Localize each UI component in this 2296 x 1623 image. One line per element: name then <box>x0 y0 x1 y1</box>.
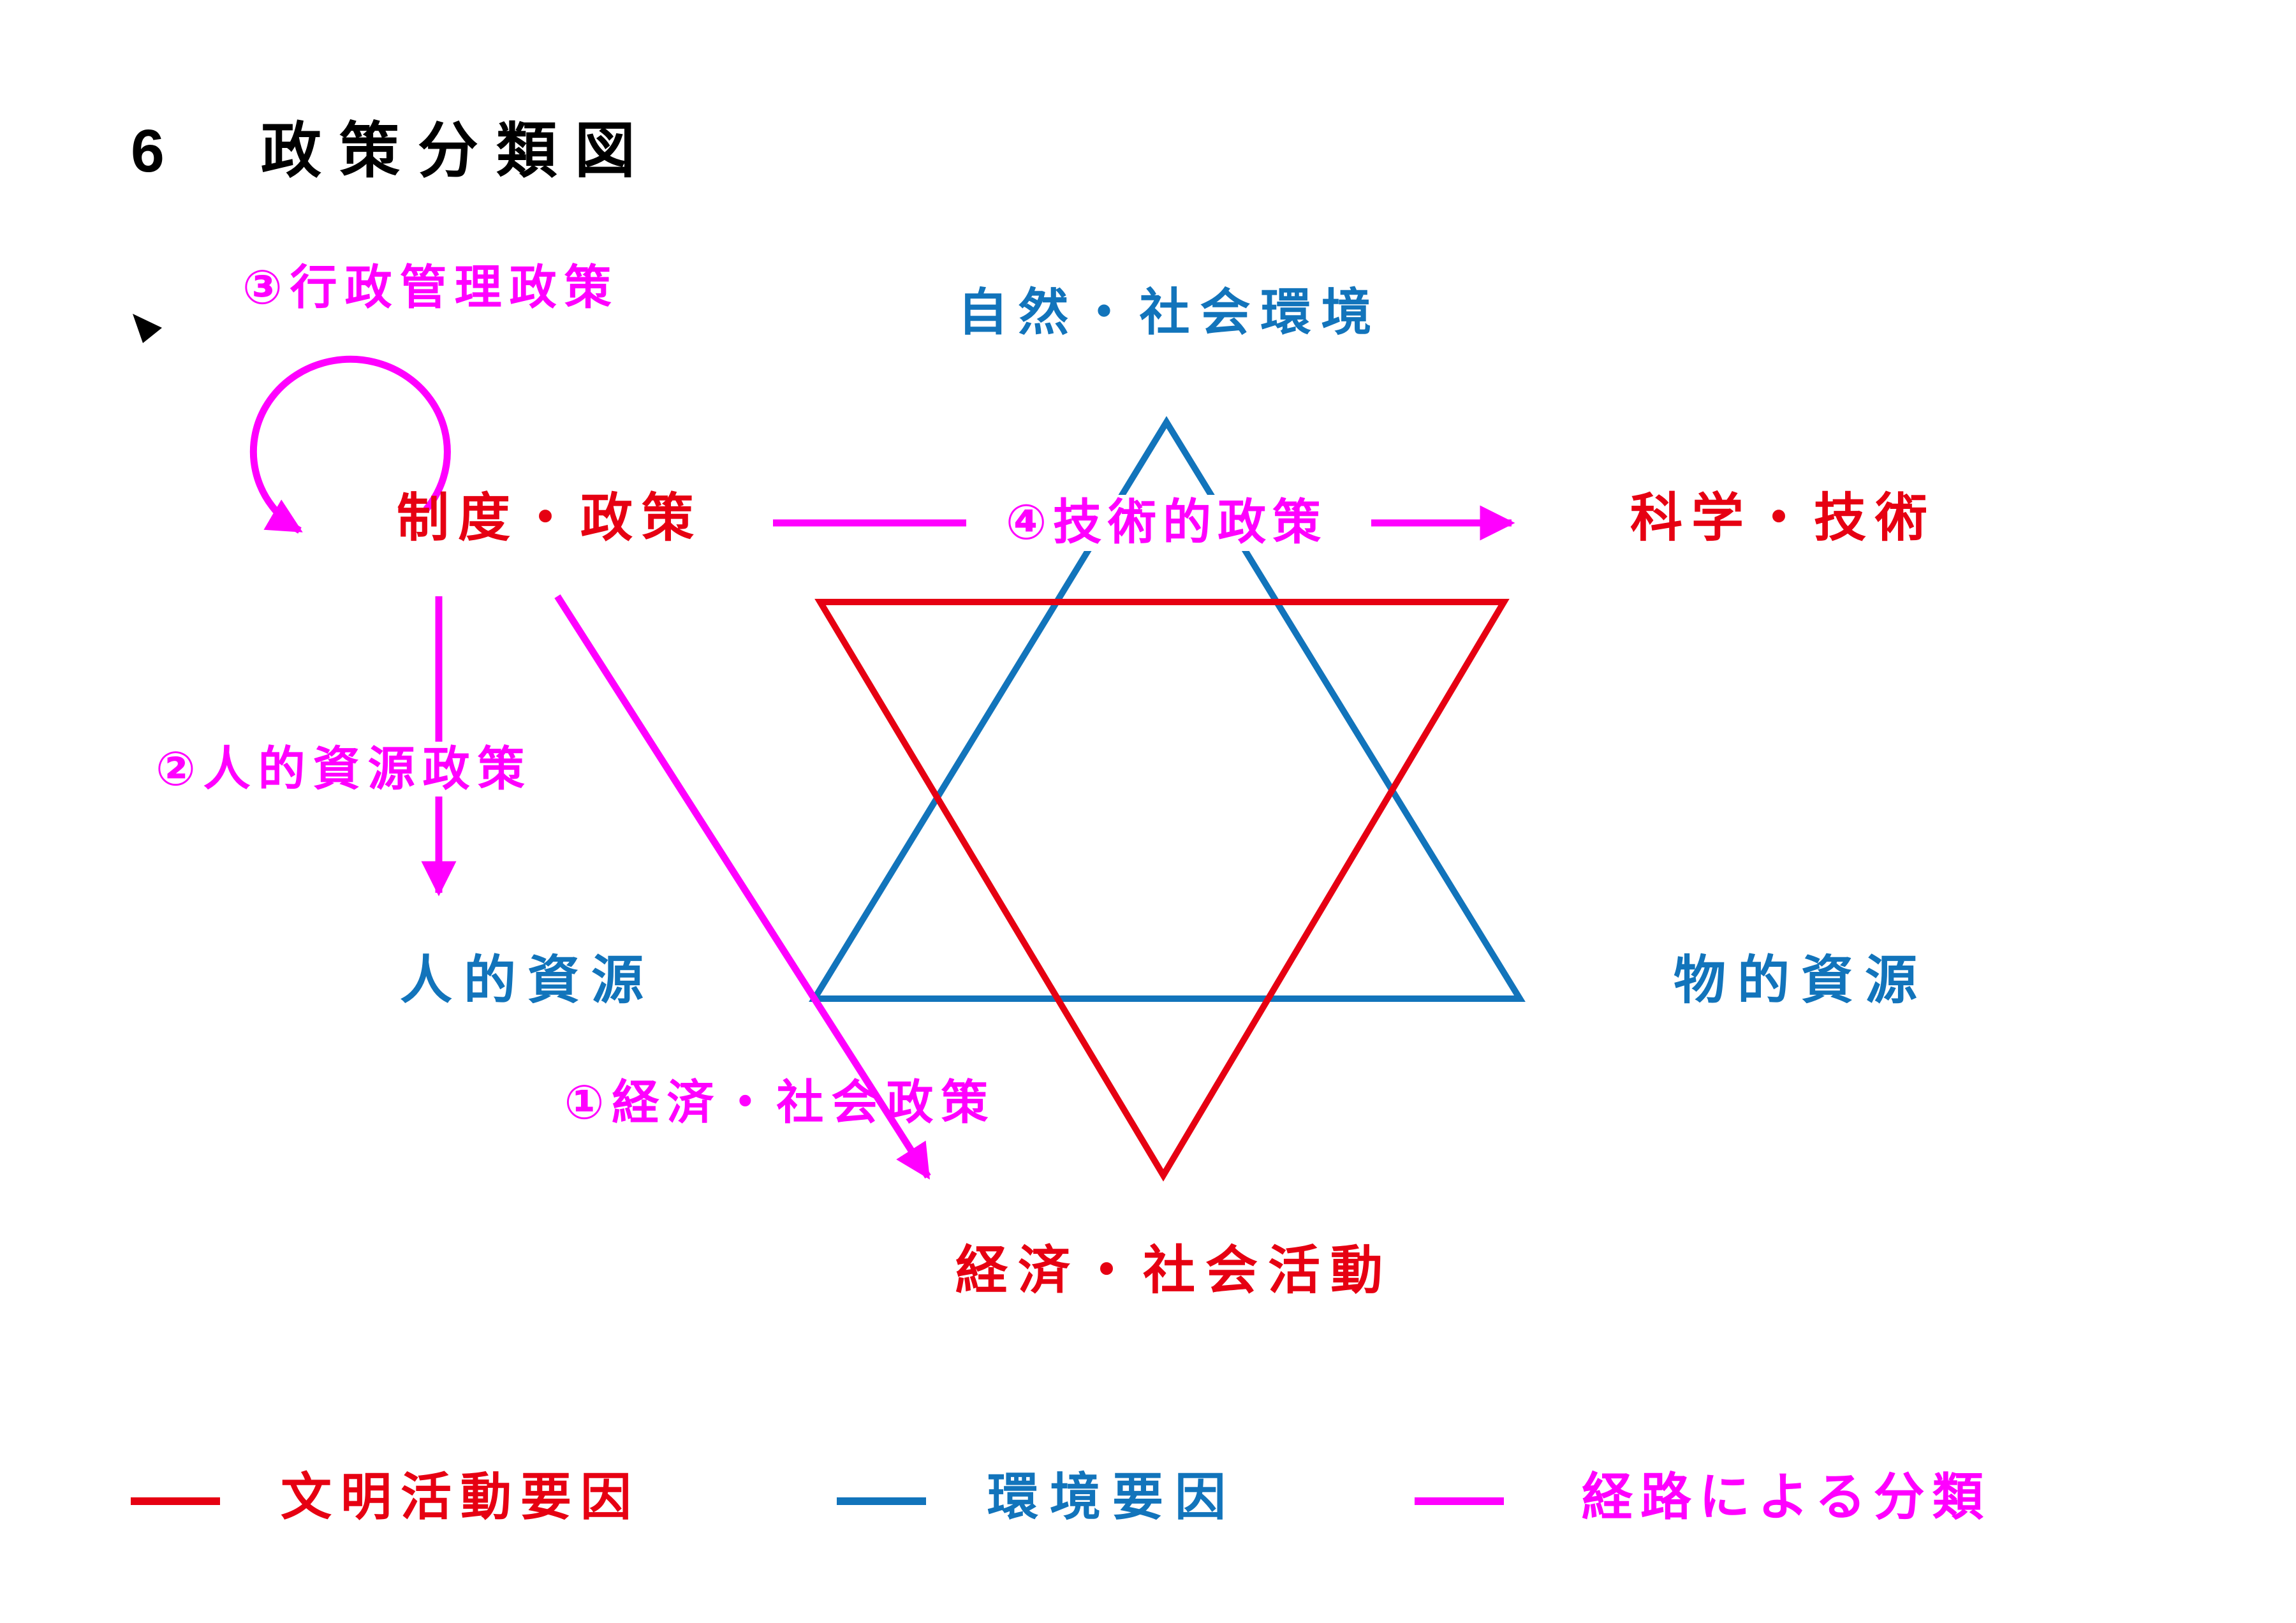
legend-label-route: 経路による分類 <box>1582 1469 1991 1525</box>
policy-label-administrative: ③行政管理政策 <box>242 261 619 314</box>
node-human-resources: 人的資源 <box>399 951 656 1010</box>
legend-line-civilization <box>131 1497 220 1505</box>
environment-triangle <box>809 416 1526 1002</box>
node-science-technology: 科学・技術 <box>1630 489 1937 547</box>
policy-label-human-resource: ②人的資源政策 <box>147 742 541 797</box>
node-institution-policy: 制度・政策 <box>396 489 703 547</box>
node-material-resources: 物的資源 <box>1673 951 1929 1010</box>
civilization-triangle <box>814 599 1510 1182</box>
node-environment: 自然・社会環境 <box>957 284 1382 341</box>
legend-line-environment <box>837 1497 926 1505</box>
arrow-p1 <box>554 594 931 1180</box>
cursor-mark <box>133 314 162 343</box>
policy-label-technical: ④技術的政策 <box>996 495 1337 551</box>
legend-label-civilization: 文明活動要因 <box>281 1469 640 1525</box>
policy-label-economic-social: ①経済・社会政策 <box>564 1076 996 1129</box>
page-title: 6 政策分類図 <box>131 117 653 185</box>
loop-arrow-p3 <box>249 355 451 534</box>
node-economic-social-activity: 経済・社会活動 <box>955 1242 1394 1300</box>
legend-label-environment: 環境要因 <box>987 1469 1237 1525</box>
legend-line-route <box>1415 1497 1504 1505</box>
